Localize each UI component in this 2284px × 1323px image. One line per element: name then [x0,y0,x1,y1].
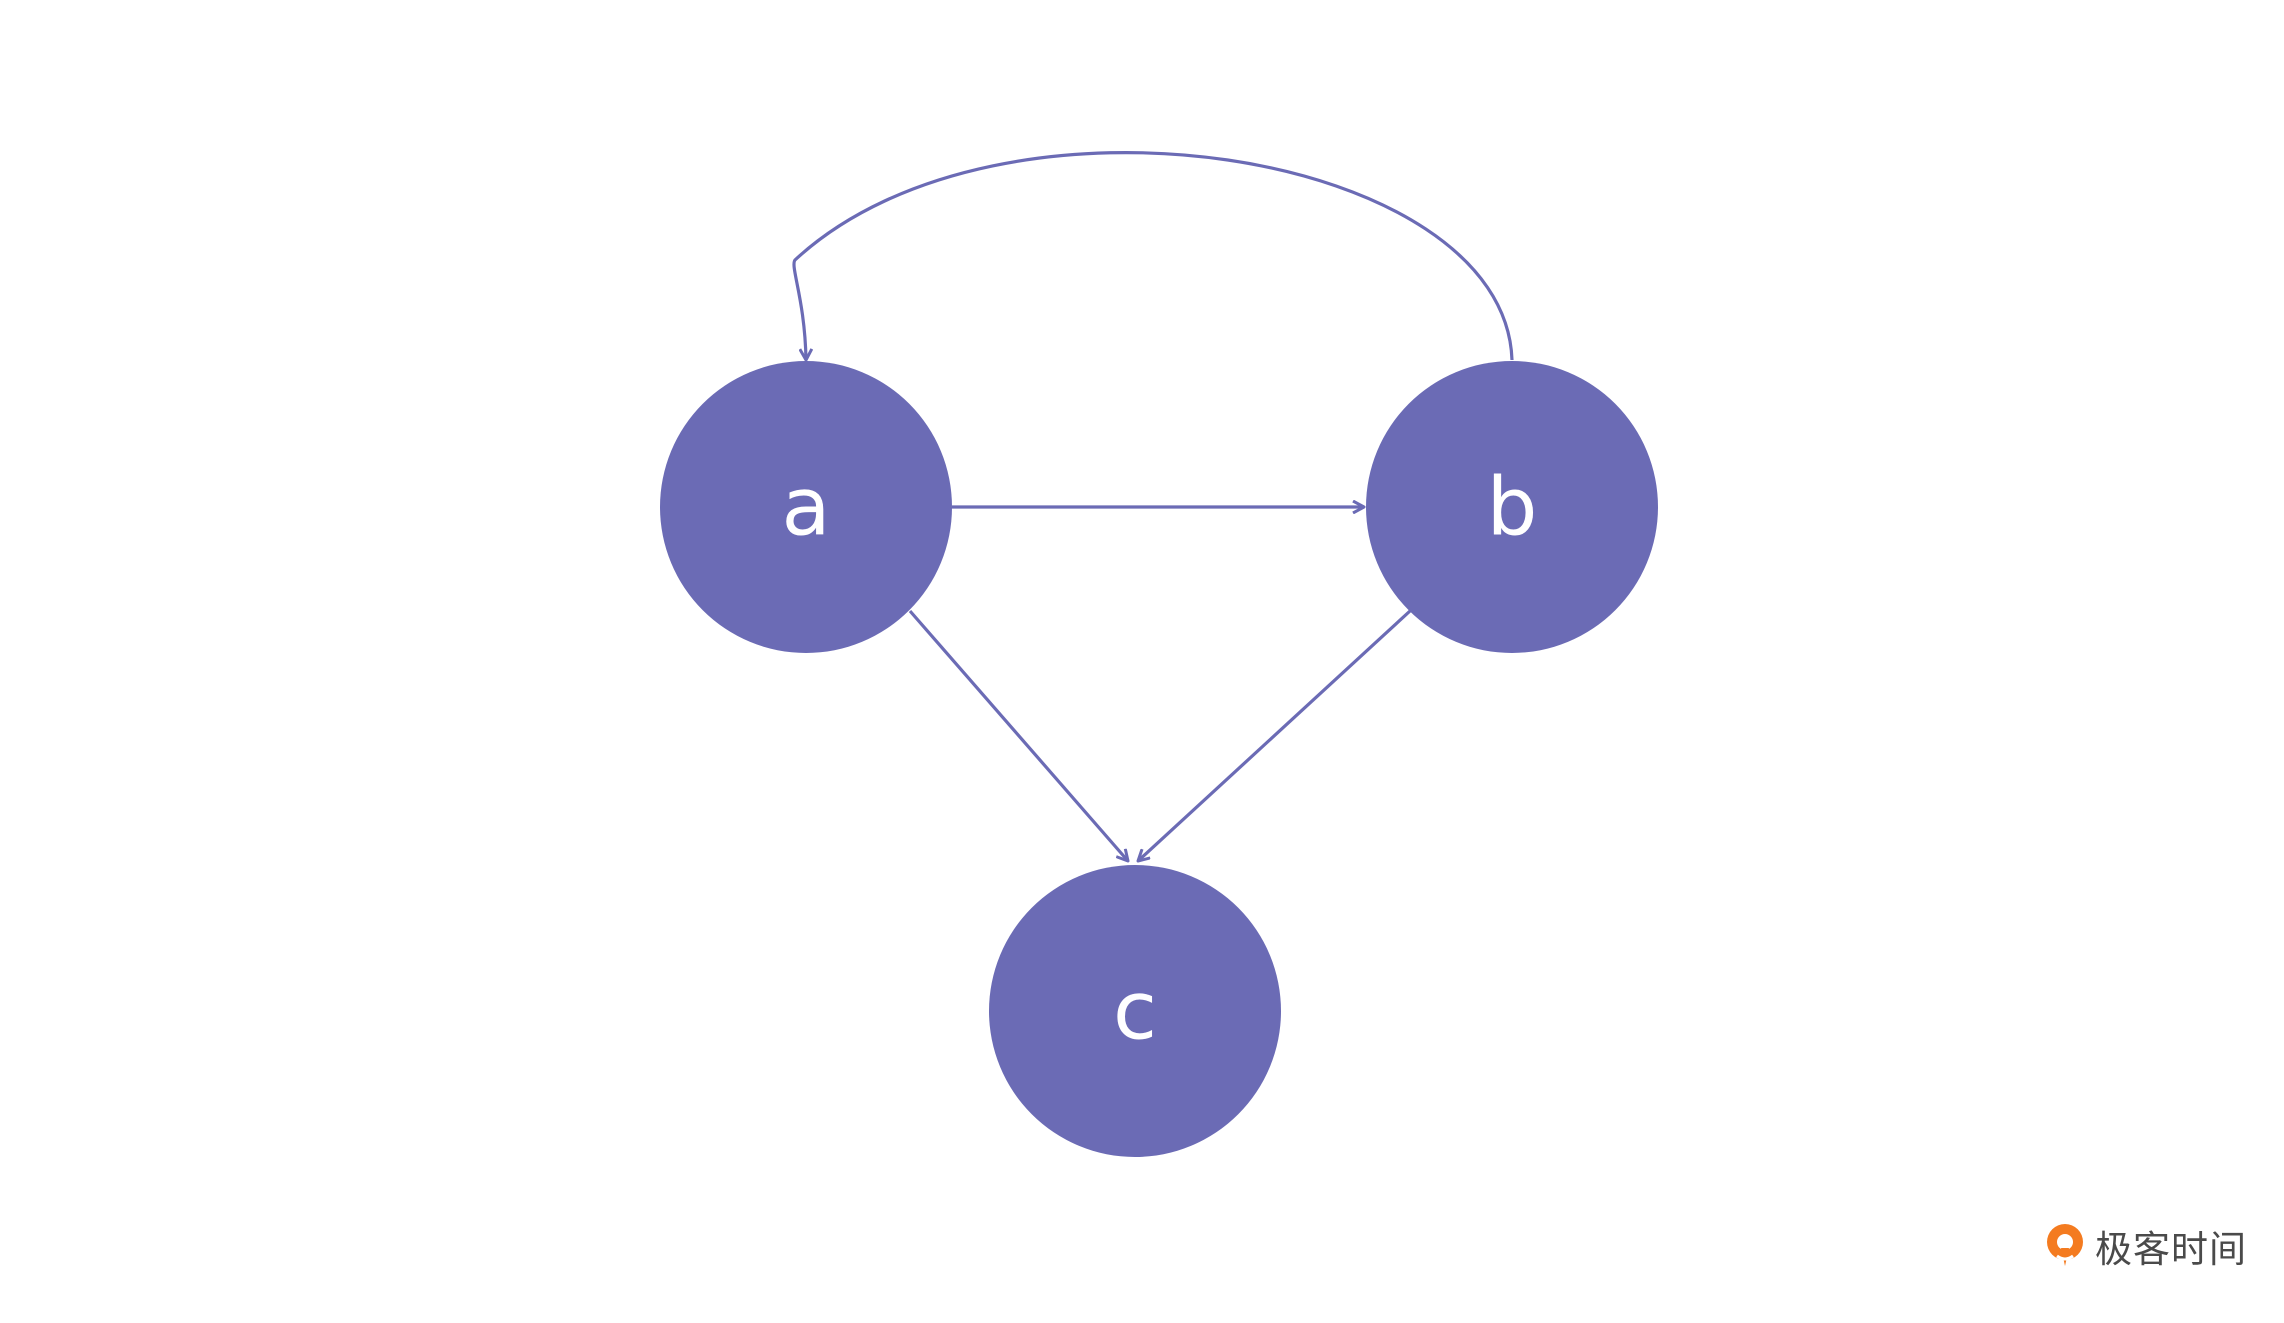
watermark-text: 极客时间 [2095,1228,2247,1271]
node-a: a [660,361,952,653]
nodes: a b c [660,361,1658,1157]
edges [792,151,1514,861]
node-a-label: a [781,461,830,554]
node-c-label: c [1113,965,1157,1058]
edge-b-to-c [1138,609,1412,861]
node-c-circle [989,865,1281,1157]
geektime-logo-icon [2047,1224,2083,1266]
watermark: 极客时间 [2043,1219,2247,1273]
node-c: c [989,865,1281,1157]
edge-a-to-c [908,609,1128,861]
node-b: b [1366,361,1658,653]
node-b-label: b [1487,461,1538,554]
node-b-circle [1366,361,1658,653]
edge-b-to-a [792,151,1514,360]
node-a-circle [660,361,952,653]
